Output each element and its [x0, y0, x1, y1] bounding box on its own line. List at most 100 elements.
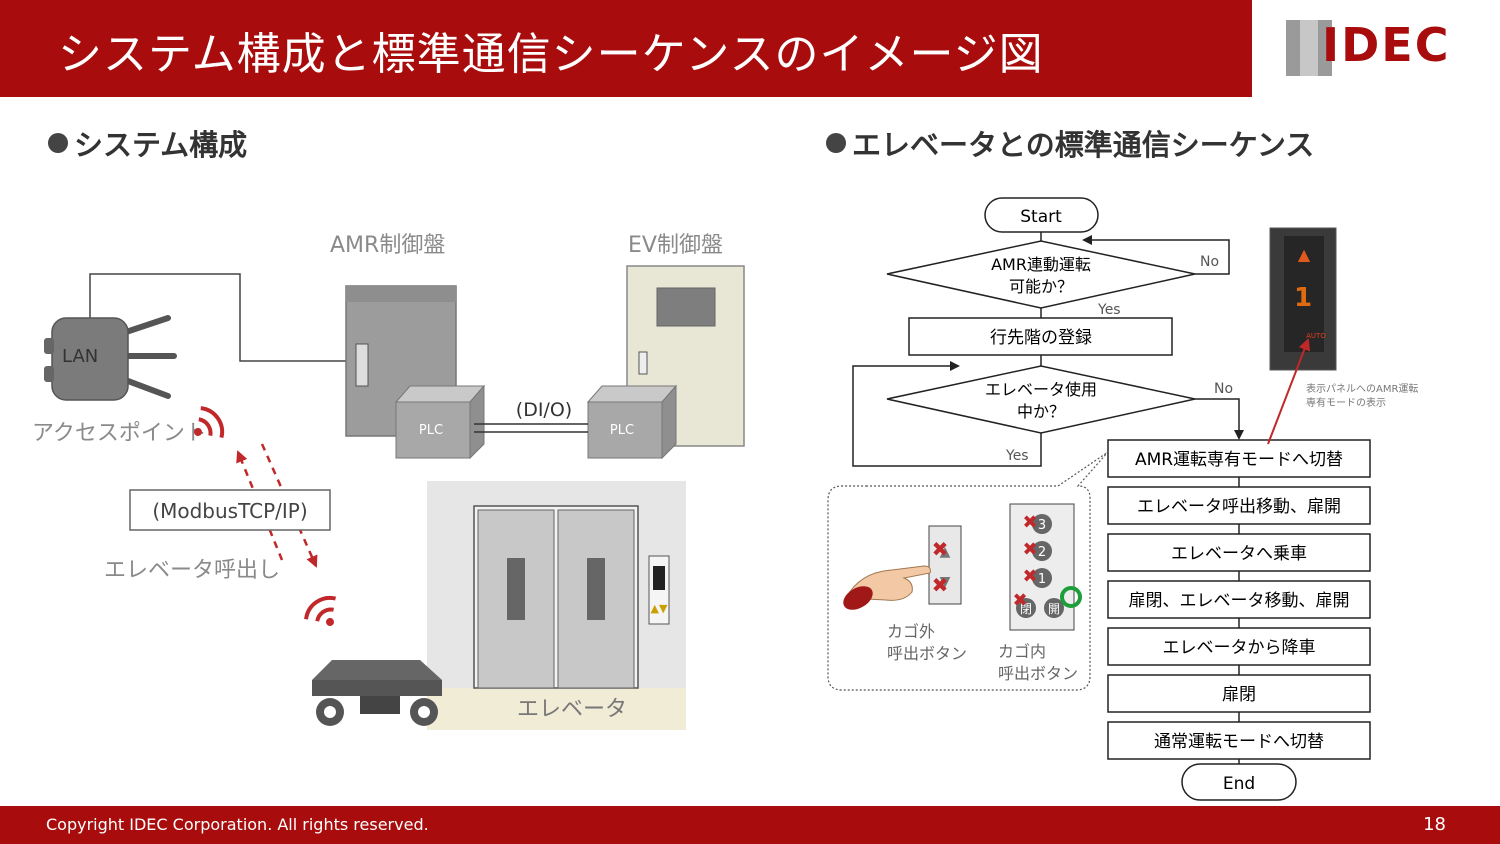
flow-d2-yes: Yes — [1005, 448, 1029, 464]
flow-branch-no-2 — [1195, 398, 1244, 440]
panel-note-line1: 表示パネルへのAMR運転 — [1306, 382, 1418, 395]
cross-icon: ✖ — [1022, 539, 1037, 560]
idec-logo: IDEC — [1286, 18, 1466, 78]
flow-step-label: エレベータ呼出移動、扉開 — [1137, 497, 1341, 517]
wifi-icon — [194, 406, 225, 439]
indicator-panel: ▲ — [1269, 227, 1337, 371]
flow-step-box — [1107, 439, 1371, 478]
svg-text:▲▼: ▲▼ — [651, 602, 668, 615]
car-inside-line1: カゴ内 — [998, 642, 1046, 661]
amr-panel-label: AMR制御盤 — [330, 233, 445, 258]
protocol-label: (ModbusTCP/IP) — [152, 499, 307, 523]
protocol-box — [129, 489, 331, 531]
lan-label: LAN — [62, 346, 98, 367]
up-arrow-icon: ▲ — [1298, 245, 1311, 264]
flow-start-label: Start — [1020, 207, 1062, 227]
flow-decision-2 — [886, 365, 1196, 434]
car-button-close-label: 閉 — [1020, 602, 1032, 616]
access-point-label: アクセスポイント — [32, 421, 207, 446]
car-inside-line2: 呼出ボタン — [998, 664, 1078, 683]
page-number: 18 — [1423, 814, 1446, 835]
footer-copyright: Copyright IDEC Corporation. All rights r… — [46, 815, 429, 834]
car-button-close — [1016, 598, 1036, 618]
flow-register-floor-label: 行先階の登録 — [990, 328, 1092, 348]
flow-step-label: AMR運転専有モードへ切替 — [1135, 450, 1343, 470]
car-button-open — [1044, 598, 1064, 618]
logo-mark-light — [1300, 20, 1318, 76]
cross-icon: ✖ — [1022, 566, 1037, 587]
flow-d1-no: No — [1200, 254, 1219, 270]
flow-step-box — [1107, 486, 1371, 525]
heading-system: システム構成 — [48, 122, 247, 164]
cross-icon: ✖ — [1012, 590, 1027, 611]
plc-right-label: PLC — [610, 423, 634, 438]
amr-wifi-icon — [304, 595, 337, 626]
svg-text:▲: ▲ — [940, 544, 951, 560]
car-button-2 — [1032, 541, 1052, 561]
flow-step-label: 扉閉、エレベータ移動、扉開 — [1129, 591, 1350, 611]
flow-steps: AMR運転専有モードへ切替エレベータ呼出移動、扉開エレベータへ乗車扉閉、エレベー… — [1107, 439, 1371, 764]
access-point-icon — [44, 315, 177, 401]
heading-sequence: エレベータとの標準通信シーケンス — [826, 122, 1314, 164]
plc-left-label: PLC — [419, 423, 443, 438]
ok-circle-icon — [1060, 586, 1082, 608]
flow-d1-yes: Yes — [1097, 302, 1121, 318]
panel-note-line2: 専有モードの表示 — [1306, 396, 1386, 409]
flow-step-label: エレベータへ乗車 — [1171, 544, 1307, 564]
car-outside-line1: カゴ外 — [887, 622, 935, 641]
flow-decision-1-line1: AMR連動運転 — [991, 255, 1091, 274]
flow-step-box — [1107, 721, 1371, 760]
car-button-3 — [1032, 514, 1052, 534]
flow-decision-2-line1: エレベータ使用 — [985, 380, 1097, 399]
car-button-1 — [1032, 568, 1052, 588]
heading-system-text: システム構成 — [74, 128, 248, 162]
elevator-illustration: ▲▼ — [427, 481, 686, 730]
flow-decision-2-line2: 中か？ — [1017, 402, 1065, 421]
flow-step-label: エレベータから降車 — [1163, 638, 1316, 658]
pointing-hand-icon — [843, 565, 931, 610]
flow-end — [1181, 763, 1297, 801]
cross-icon: ✖ — [1022, 512, 1037, 533]
flow-loop-yes-2 — [852, 361, 1042, 467]
page-title: システム構成と標準通信シーケンスのイメージ図 — [58, 29, 1044, 80]
flow-step-box — [1107, 533, 1371, 572]
lan-cable — [89, 273, 346, 362]
flow-loop-no-1 — [1082, 235, 1230, 275]
elevator-label: エレベータ — [517, 697, 627, 722]
bullet-icon — [48, 133, 68, 153]
flow-step-label: 扉閉 — [1222, 685, 1256, 705]
flow-decision-1-line2: 可能か？ — [1009, 277, 1073, 296]
flow-d2-no: No — [1214, 381, 1233, 397]
svg-text:▼: ▼ — [940, 574, 951, 590]
dio-label: (DI/O) — [516, 399, 572, 421]
flow-end-label: End — [1223, 774, 1255, 794]
panel-auto: AUTO — [1306, 332, 1326, 340]
flow-decision-1 — [886, 240, 1196, 309]
panel-floor: 1 — [1294, 283, 1312, 313]
call-label: エレベータ呼出し — [104, 558, 280, 583]
title-bar: システム構成と標準通信シーケンスのイメージ図 — [0, 0, 1252, 97]
footer: Copyright IDEC Corporation. All rights r… — [0, 806, 1500, 844]
flow-step-box — [1107, 627, 1371, 666]
plc-left — [394, 384, 486, 460]
flow-step-box — [1107, 580, 1371, 619]
hall-call-button: ▲ ▼ ✖ ✖ — [928, 525, 962, 605]
cross-icon: ✖ — [932, 573, 949, 597]
flow-register-floor — [908, 317, 1173, 356]
flow-step-box — [1107, 674, 1371, 713]
car-button-3-label: 3 — [1038, 518, 1046, 533]
cross-icon: ✖ — [932, 537, 949, 561]
car-button-2-label: 2 — [1038, 545, 1046, 560]
flow-step-label: 通常運転モードへ切替 — [1154, 732, 1324, 752]
car-outside-line2: 呼出ボタン — [887, 644, 967, 663]
amr-robot-icon — [312, 660, 442, 726]
panel-pointer-arrow — [1267, 338, 1311, 445]
logo-text: IDEC — [1322, 18, 1451, 72]
car-button-1-label: 1 — [1038, 572, 1046, 587]
plc-right — [586, 384, 678, 460]
bullet-icon — [826, 133, 846, 153]
heading-sequence-text: エレベータとの標準通信シーケンス — [852, 128, 1315, 162]
car-button-open-label: 開 — [1048, 602, 1060, 616]
ev-panel-label: EV制御盤 — [628, 233, 723, 258]
